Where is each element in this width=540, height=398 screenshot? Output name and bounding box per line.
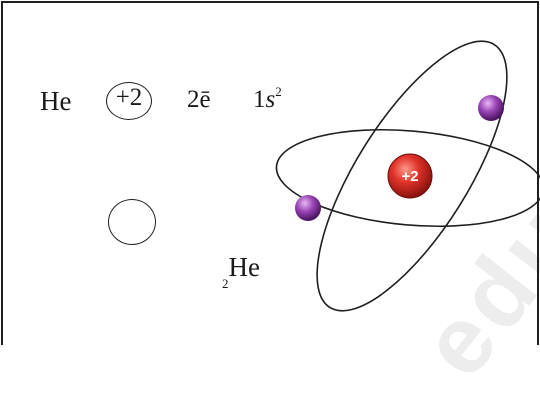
nuclide-notation: 2He <box>222 252 260 291</box>
nucleus <box>387 153 433 199</box>
nucleus-charge-label: +2 <box>115 84 143 111</box>
element-symbol: He <box>40 86 72 116</box>
nucleus-model-label: +2 <box>401 168 418 185</box>
config-orbital: 1 <box>253 86 266 113</box>
orbit-horizontal <box>275 128 540 228</box>
nuclide-symbol: He <box>228 252 260 282</box>
atom-model: +2 <box>275 40 540 312</box>
config-superscript: 2 <box>275 84 282 99</box>
electron-left <box>295 195 321 221</box>
atomic-number: 2 <box>222 276 229 292</box>
config-subshell: s <box>265 86 276 113</box>
electron-top-right <box>478 95 504 121</box>
empty-circle <box>108 199 156 245</box>
electron-configuration: 1s2 <box>253 84 282 114</box>
nucleus-charge-circle <box>106 82 152 120</box>
electron-count-label: 2ē <box>187 86 211 113</box>
orbit-tilted <box>316 40 508 312</box>
